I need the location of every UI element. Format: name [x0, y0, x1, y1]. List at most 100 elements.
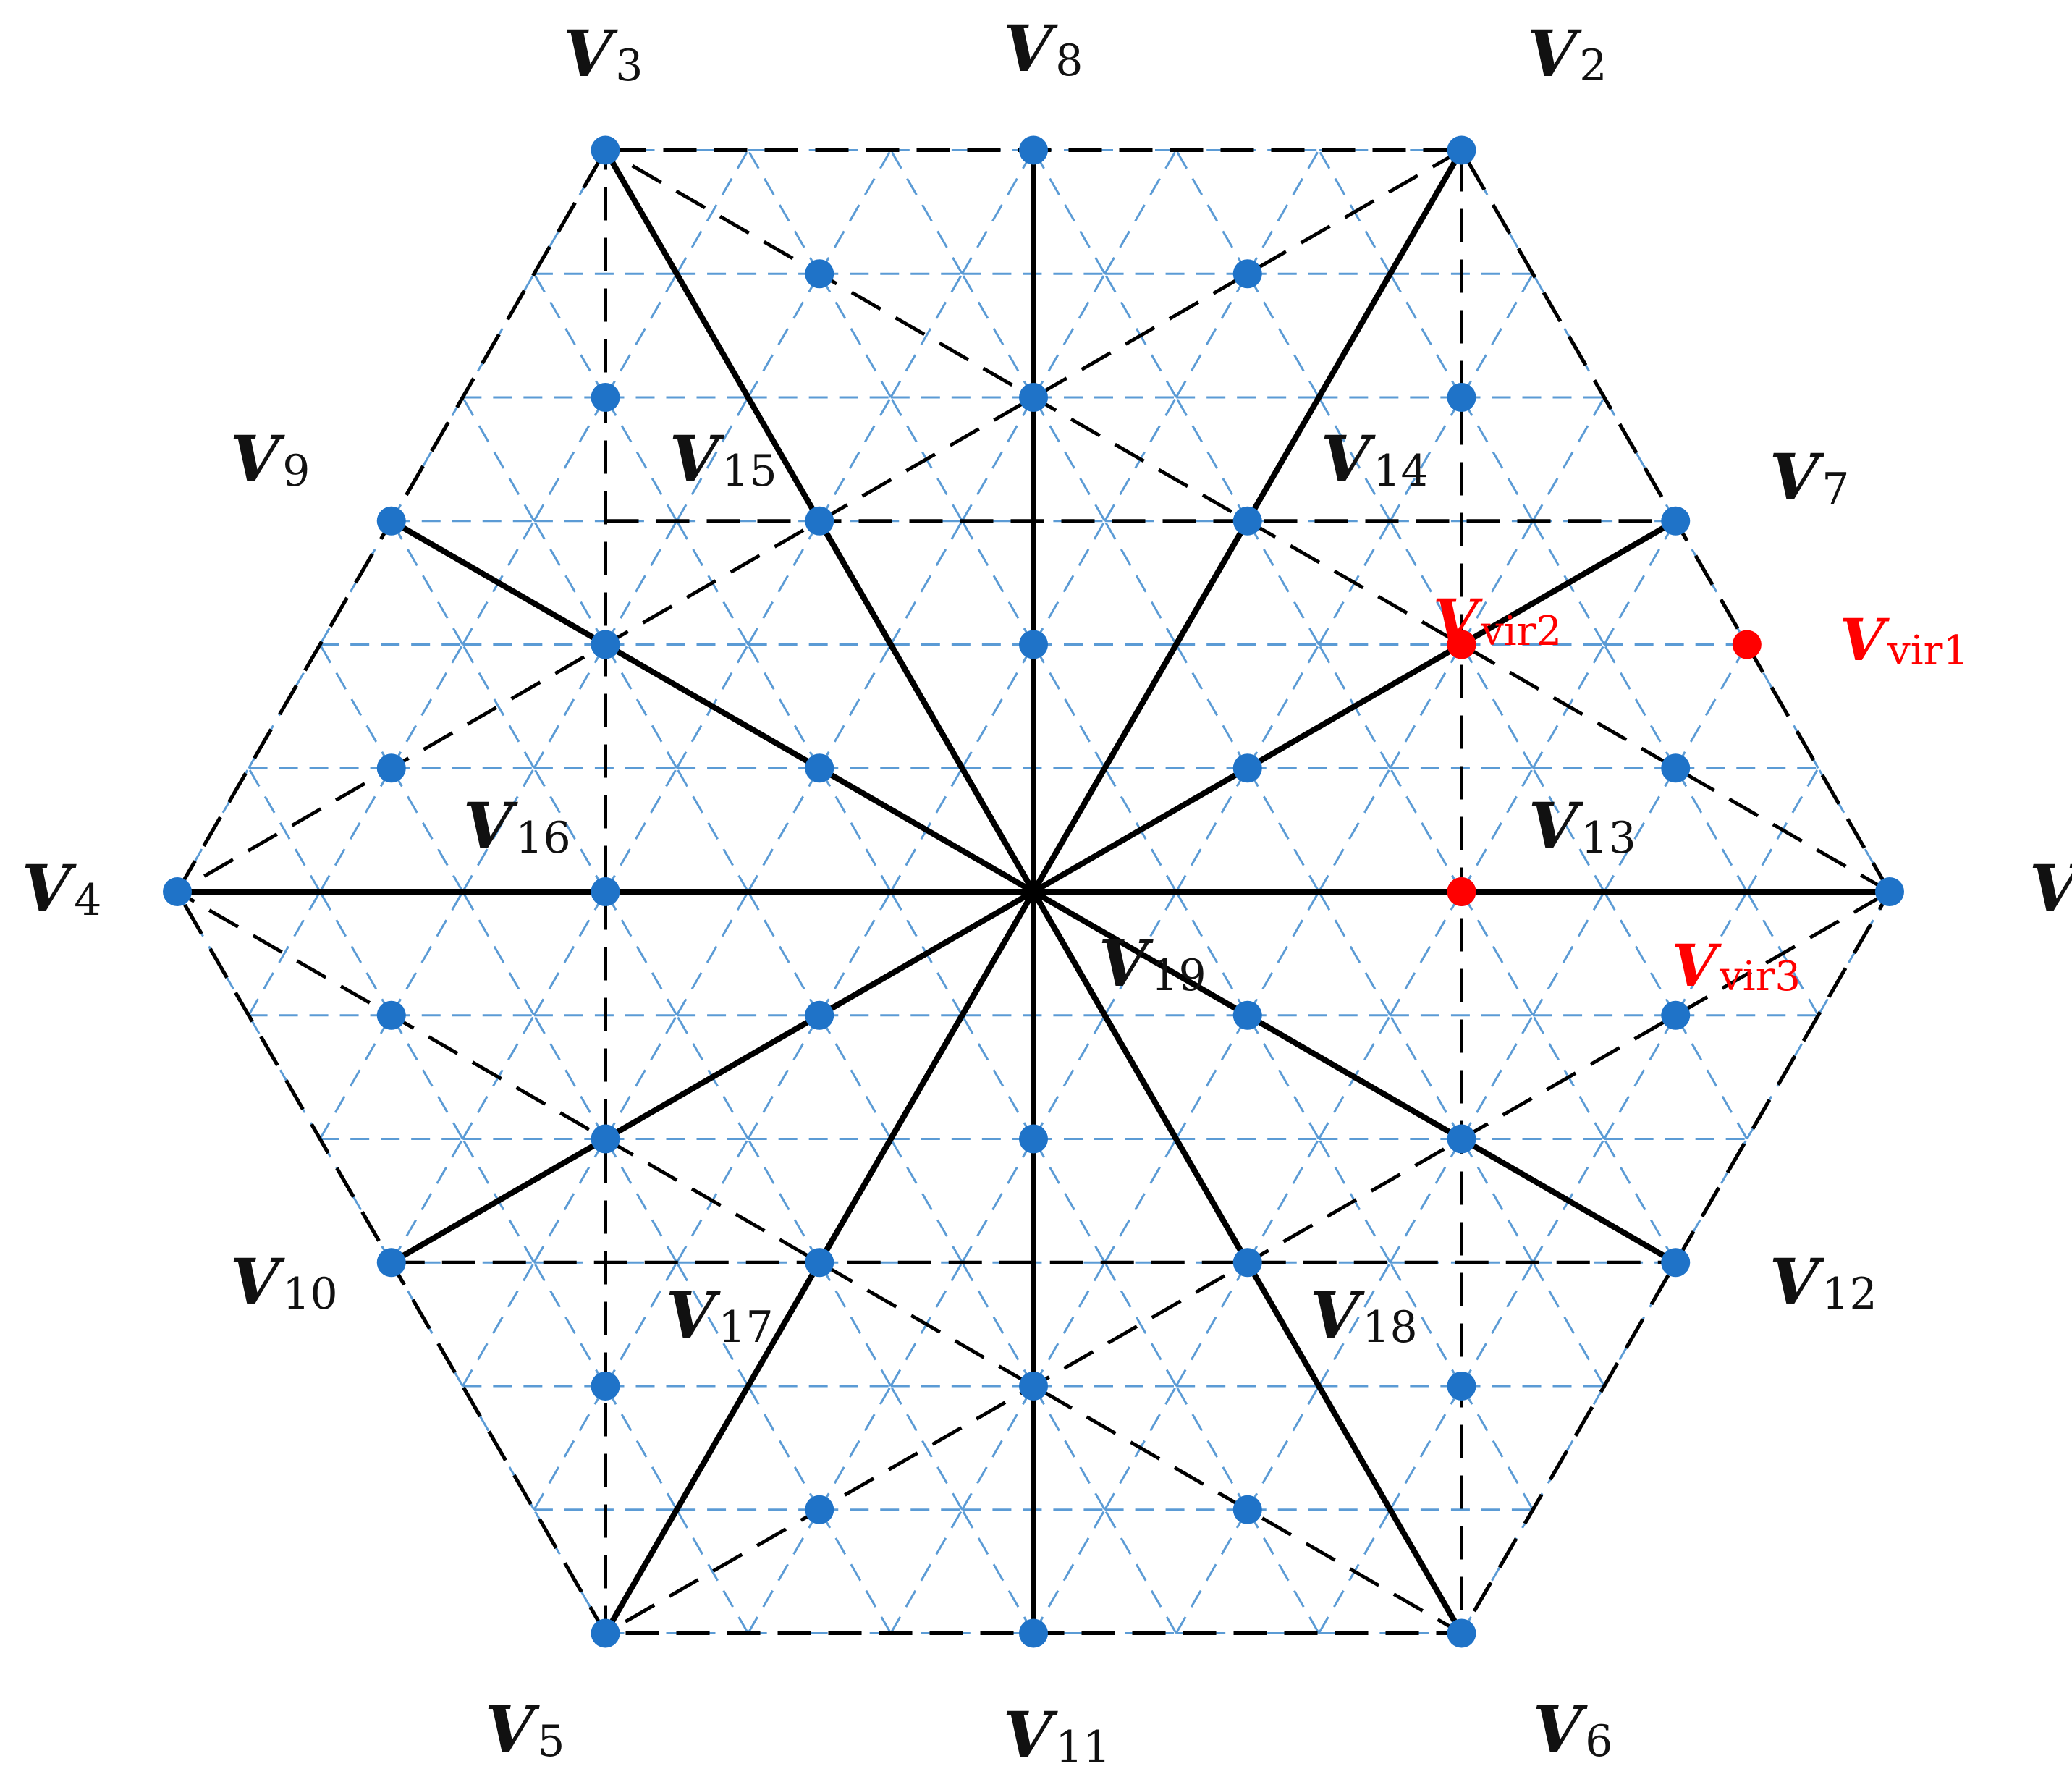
grid-line [747, 1015, 821, 1140]
grid-line [1460, 273, 1534, 398]
grid-line [1175, 767, 1249, 892]
label-subscript: 6 [1585, 1716, 1612, 1767]
grid-line [889, 273, 963, 398]
grid-line [1389, 1385, 1463, 1511]
grid-line [1674, 891, 1748, 1016]
grid-point [1661, 753, 1691, 783]
grid-line [1175, 397, 1249, 522]
grid-line [1104, 520, 1177, 646]
grid-line [675, 1262, 749, 1387]
grid-point [1232, 1495, 1262, 1524]
label-v1: V1 [2029, 850, 2072, 926]
grid-line [818, 891, 892, 1016]
grid-line [1531, 273, 1605, 398]
grid-line [390, 1138, 464, 1264]
label-letter: V [1003, 11, 1058, 86]
grid-line [318, 891, 393, 1016]
label-v16: V16 [463, 788, 571, 863]
grid-line [604, 643, 678, 769]
label-letter: V [230, 1244, 285, 1319]
label-letter: V [1433, 586, 1483, 654]
grid-line [1032, 397, 1106, 522]
medium-vector-3 [389, 518, 1036, 895]
grid-line [1817, 891, 1891, 1016]
grid-line [1603, 891, 1677, 1016]
grid-line [818, 397, 892, 522]
label-subscript: vir1 [1887, 628, 1969, 675]
grid-line [1032, 520, 1106, 646]
grid-line [1389, 1138, 1463, 1264]
label-subscript: 2 [1579, 41, 1607, 91]
label-vvir2: Vvir2 [1433, 586, 1562, 655]
grid-point [1661, 506, 1691, 536]
grid-line [533, 520, 606, 646]
grid-line [747, 520, 821, 646]
grid-line [1460, 1385, 1534, 1511]
grid-point [1447, 1124, 1476, 1154]
grid-point [805, 753, 834, 783]
grid-line [1389, 520, 1463, 646]
grid-line [533, 273, 606, 398]
vector-labels: V1V2V3V4V5V6V7V8V9V10V11V12V13V14V15V16V… [22, 11, 2072, 1773]
label-v7: V7 [1769, 439, 1849, 515]
grid-line [533, 1138, 606, 1264]
grid-line [1389, 767, 1463, 892]
grid-point [805, 506, 834, 536]
grid-line [1531, 1385, 1605, 1511]
grid-line [675, 1509, 749, 1634]
label-subscript: 19 [1151, 950, 1206, 1001]
grid-line [1389, 397, 1463, 522]
grid-line [818, 1385, 892, 1511]
label-subscript: 5 [537, 1716, 564, 1767]
grid-line [818, 767, 892, 892]
grid-line [462, 1262, 536, 1387]
grid-line [1246, 149, 1320, 274]
grid-line [1175, 891, 1249, 1016]
grid-line [1318, 397, 1392, 522]
grid-line [747, 273, 821, 398]
label-v12: V12 [1769, 1244, 1877, 1319]
grid-line [604, 1385, 678, 1511]
grid-line [1032, 1138, 1106, 1264]
grid-line [533, 397, 606, 522]
label-vvir1: Vvir1 [1840, 606, 1969, 675]
grid-line [604, 1262, 678, 1387]
grid-line [961, 397, 1035, 522]
voltage-vectors [177, 148, 1890, 1635]
grid-line [675, 767, 749, 892]
medium-vector-6 [1031, 889, 1678, 1265]
grid-line [1032, 1509, 1106, 1634]
label-subscript: 14 [1373, 446, 1428, 497]
grid-line [1389, 1262, 1463, 1387]
grid-point [376, 753, 406, 783]
grid-point [1232, 506, 1262, 536]
grid-line [747, 149, 821, 274]
label-v5: V5 [485, 1692, 564, 1767]
label-letter: V [1769, 1244, 1824, 1319]
label-subscript: 13 [1581, 813, 1636, 863]
grid-line [1460, 767, 1534, 892]
label-letter: V [1099, 926, 1154, 1001]
grid-point [805, 1000, 834, 1030]
grid-line [1032, 1015, 1106, 1140]
grid-line [1246, 1138, 1320, 1264]
grid-line [1389, 1015, 1463, 1140]
grid-line [1389, 643, 1463, 769]
grid-line [1104, 1138, 1177, 1264]
grid-line [1246, 1015, 1320, 1140]
grid-point [591, 877, 620, 906]
grid-line [675, 397, 749, 522]
grid-line [675, 891, 749, 1016]
grid-line [390, 767, 464, 892]
grid-line [318, 643, 393, 769]
grid-line [1246, 273, 1320, 398]
grid-line [1460, 1262, 1534, 1387]
label-subscript: 16 [515, 813, 570, 863]
grid-line [1104, 1262, 1177, 1387]
grid-line [1603, 1015, 1677, 1140]
label-subscript: 18 [1362, 1302, 1417, 1353]
grid-line [1531, 1262, 1605, 1387]
medium-vector-4 [389, 889, 1036, 1265]
grid-line [889, 1509, 963, 1634]
label-v14: V14 [1321, 421, 1429, 497]
